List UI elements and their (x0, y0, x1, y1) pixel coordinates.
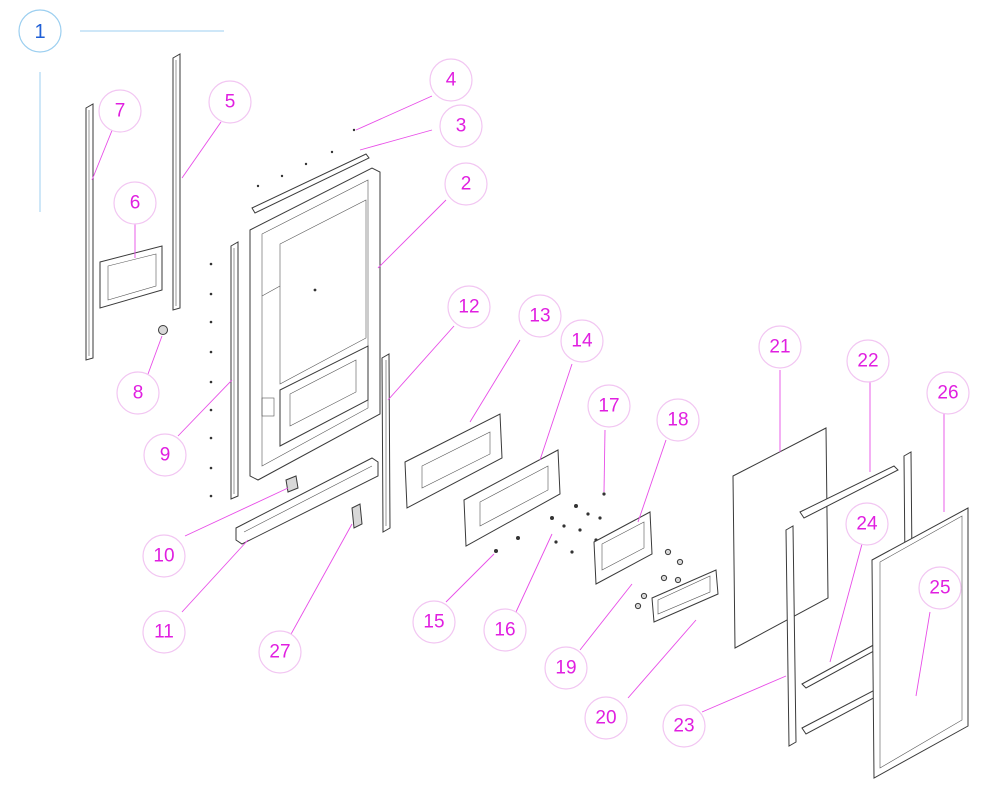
callout-23: 23 (662, 704, 706, 748)
svg-text:8: 8 (133, 383, 144, 404)
svg-text:27: 27 (269, 642, 290, 663)
part-18-frame (593, 511, 653, 585)
svg-text:3: 3 (456, 116, 467, 137)
svg-text:7: 7 (115, 101, 126, 122)
part-7-rail (85, 103, 94, 361)
svg-text:24: 24 (856, 514, 878, 535)
part-19-nuts (634, 548, 684, 610)
part-27-hinge (351, 503, 363, 529)
part-21-glass-panel (732, 427, 829, 649)
callout-18: 18 (656, 398, 700, 442)
svg-text:13: 13 (529, 306, 550, 327)
callout-15: 15 (412, 600, 456, 644)
part-26-outer-frame (871, 507, 969, 779)
part-9-screws (209, 262, 213, 498)
callout-8: 8 (116, 371, 160, 415)
callout-25: 25 (918, 566, 962, 610)
svg-text:9: 9 (160, 445, 171, 466)
svg-text:11: 11 (154, 622, 174, 643)
svg-text:12: 12 (458, 297, 479, 318)
part-10-bracket (285, 475, 299, 493)
svg-text:5: 5 (225, 92, 236, 113)
callout-12: 12 (447, 285, 491, 329)
callout-21: 21 (758, 325, 802, 369)
part-23-side-rail (785, 525, 797, 747)
figure-number: 1 (34, 21, 45, 43)
svg-text:19: 19 (555, 658, 576, 679)
part-6-frame (99, 245, 163, 309)
part-2-door-frame (249, 167, 381, 481)
part-20-glass (651, 569, 719, 623)
part-13-plate (404, 413, 503, 509)
callout-26: 26 (926, 371, 970, 415)
svg-text:14: 14 (571, 331, 593, 352)
svg-text:2: 2 (461, 174, 472, 195)
svg-text:22: 22 (857, 351, 878, 372)
svg-text:23: 23 (673, 716, 694, 737)
callout-19: 19 (544, 646, 588, 690)
callout-9: 9 (143, 433, 187, 477)
leader-lines (91, 95, 945, 713)
part-3-top-strip (251, 128, 370, 214)
svg-text:20: 20 (595, 708, 616, 729)
callout-22: 22 (846, 339, 890, 383)
callout-24: 24 (845, 502, 889, 546)
svg-text:21: 21 (769, 337, 790, 358)
svg-text:6: 6 (130, 193, 141, 214)
part-11-long-bar (235, 457, 379, 545)
svg-text:10: 10 (153, 546, 174, 567)
callout-5: 5 (208, 80, 252, 124)
callout-20: 20 (584, 696, 628, 740)
callout-13: 13 (518, 294, 562, 338)
part-14-plate (463, 449, 561, 547)
svg-text:25: 25 (929, 578, 950, 599)
callout-27: 27 (258, 630, 302, 674)
part-22-bar (799, 465, 899, 519)
callout-16: 16 (483, 608, 527, 652)
part-15-16-17-fasteners (494, 492, 606, 554)
callout-14: 14 (560, 319, 604, 363)
callout-11: 11 (142, 610, 186, 654)
callout-3: 3 (439, 104, 483, 148)
callout-7: 7 (98, 89, 142, 133)
svg-text:4: 4 (446, 70, 457, 91)
callout-17: 17 (587, 384, 631, 428)
part-8-knob (158, 325, 168, 335)
svg-text:26: 26 (937, 383, 958, 404)
svg-text:16: 16 (494, 620, 515, 641)
figure-badge: 1 (18, 9, 62, 53)
callout-6: 6 (113, 181, 157, 225)
part-5-rail (172, 53, 181, 311)
callout-4: 4 (429, 58, 473, 102)
svg-text:17: 17 (598, 396, 619, 417)
part-12-strip (381, 353, 391, 533)
callout-2: 2 (444, 162, 488, 206)
svg-text:15: 15 (423, 612, 444, 633)
part-9-strip (230, 241, 239, 500)
svg-text:18: 18 (667, 410, 688, 431)
callout-10: 10 (142, 534, 186, 578)
